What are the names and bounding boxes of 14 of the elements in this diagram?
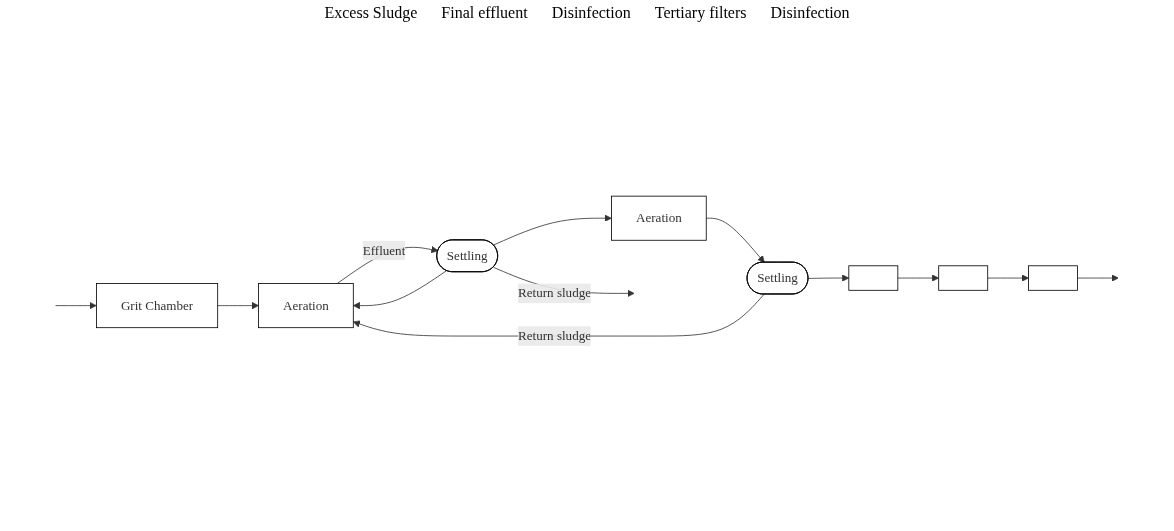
edge-label: Effluent bbox=[362, 243, 406, 258]
note-text: Tertiary filters bbox=[654, 4, 747, 22]
note-text: Excess Sludge bbox=[324, 4, 418, 22]
node-box bbox=[848, 265, 899, 291]
note-text: Disinfection bbox=[551, 4, 631, 22]
note-text: Disinfection bbox=[770, 4, 850, 22]
edge-label: Return sludge bbox=[518, 328, 592, 343]
node-box: Grit Chamber bbox=[96, 283, 219, 329]
node-box bbox=[1028, 265, 1078, 291]
node-box: Aeration bbox=[611, 195, 707, 241]
node-box: Aeration bbox=[258, 283, 354, 329]
edge-label: Return sludge bbox=[518, 286, 592, 300]
node-box bbox=[938, 265, 989, 291]
note-text: Final effluent bbox=[441, 4, 528, 22]
